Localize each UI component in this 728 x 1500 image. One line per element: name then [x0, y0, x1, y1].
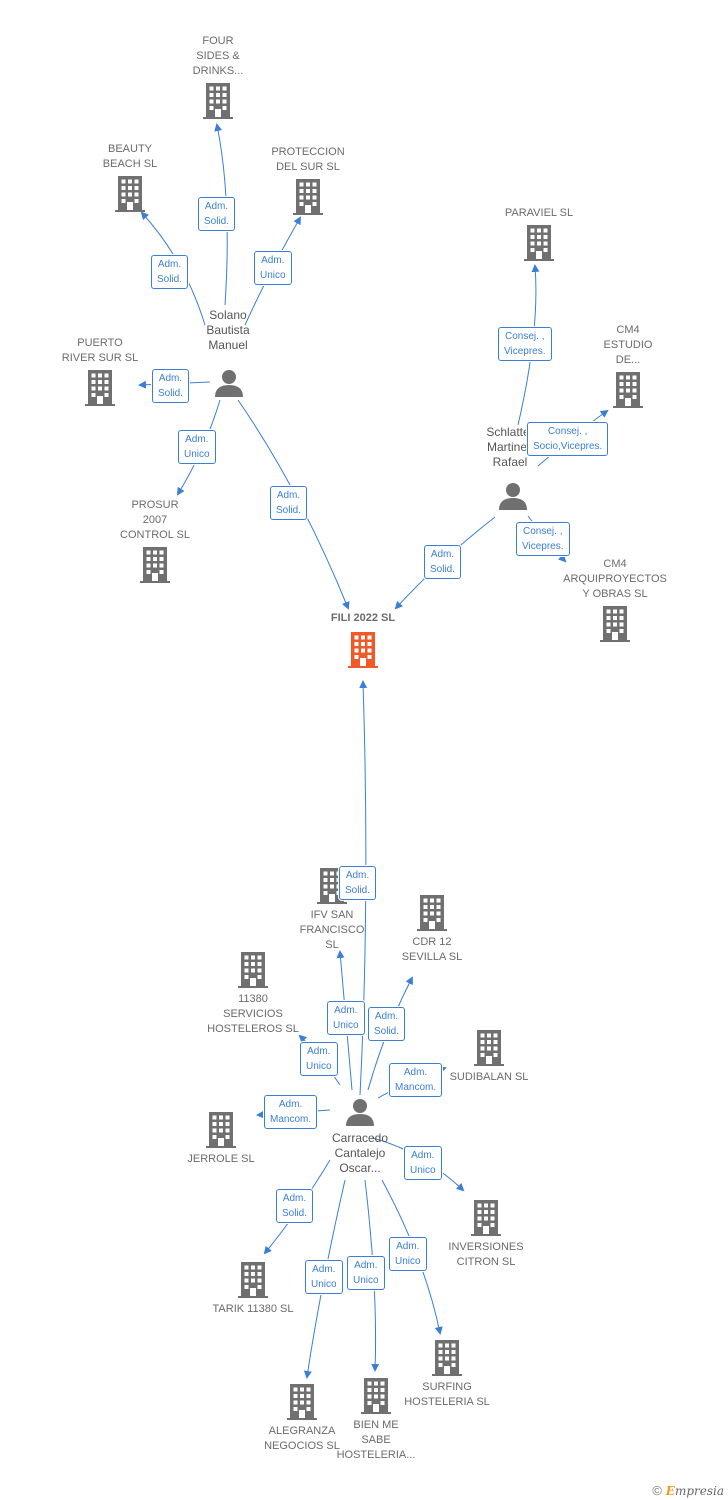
node-cm4-arquiproyectos[interactable]: CM4 ARQUIPROYECTOS Y OBRAS SL	[535, 557, 695, 642]
person-icon	[345, 1098, 375, 1126]
node-label: JERROLE SL	[187, 1153, 255, 1165]
node-label: CDR 12 SEVILLA SL	[401, 936, 463, 963]
node-surfing-hosteleria[interactable]: SURFING HOSTELERIA SL	[367, 1340, 527, 1410]
main-node-label: FILI 2022 SL	[330, 612, 396, 624]
node-four-sides[interactable]: FOUR SIDES & DRINKS...	[138, 34, 298, 119]
relation-badge[interactable]: Adm. Unico	[347, 1256, 385, 1290]
person-label: Carracedo Cantalejo Oscar...	[331, 1131, 389, 1175]
relation-badge[interactable]: Consej. , Socio,Vicepres.	[527, 422, 609, 456]
node-11380-servicios[interactable]: 11380 SERVICIOS HOSTELEROS SL	[173, 952, 333, 1037]
building-icon	[613, 372, 643, 408]
node-sudibalan[interactable]: SUDIBALAN SL	[409, 1030, 569, 1085]
person-schlatter[interactable]: Schlatter Martinez Rafael	[433, 425, 593, 510]
node-label: BIEN ME SABE HOSTELERIA...	[336, 1419, 416, 1461]
relation-badge[interactable]: Adm. Unico	[305, 1260, 343, 1294]
relation-badge[interactable]: Adm. Solid.	[368, 1007, 406, 1041]
node-cdr-12-sevilla[interactable]: CDR 12 SEVILLA SL	[352, 895, 512, 965]
relation-badge[interactable]: Adm. Solid.	[276, 1189, 314, 1223]
building-icon	[203, 83, 233, 119]
relation-badge[interactable]: Adm. Solid.	[151, 255, 189, 289]
node-cm4-estudio[interactable]: CM4 ESTUDIO DE...	[548, 323, 708, 408]
building-icon	[238, 1262, 268, 1298]
node-label: PUERTO RIVER SUR SL	[61, 337, 139, 364]
building-icon	[417, 895, 447, 931]
node-fili-2022[interactable]: FILI 2022 SL	[283, 611, 443, 668]
building-icon	[293, 179, 323, 215]
relation-badge[interactable]: Adm. Solid.	[270, 486, 308, 520]
relation-badge[interactable]: Adm. Solid.	[152, 369, 190, 403]
building-icon	[432, 1340, 462, 1376]
brand-logo: Empresia	[665, 1483, 724, 1498]
person-label: Schlatter Martinez Rafael	[486, 425, 534, 469]
node-beauty-beach[interactable]: BEAUTY BEACH SL	[50, 142, 210, 212]
relation-badge[interactable]: Adm. Unico	[327, 1001, 365, 1035]
node-label: PARAVIEL SL	[504, 207, 574, 219]
building-icon	[140, 547, 170, 583]
building-icon	[471, 1200, 501, 1236]
relation-badge[interactable]: Adm. Unico	[300, 1042, 338, 1076]
relation-badge[interactable]: Adm. Mancom.	[389, 1063, 443, 1097]
node-label: CM4 ESTUDIO DE...	[603, 324, 653, 366]
relation-badge[interactable]: Consej. , Vicepres.	[516, 522, 570, 556]
node-puerto-river-sur[interactable]: PUERTO RIVER SUR SL	[20, 336, 180, 406]
building-icon	[85, 370, 115, 406]
node-label: IFV SAN FRANCISCO SL	[299, 909, 365, 951]
relation-badge[interactable]: Adm. Solid.	[198, 197, 236, 231]
relation-badge[interactable]: Adm. Unico	[254, 251, 292, 285]
building-icon	[361, 1378, 391, 1414]
relation-badge[interactable]: Adm. Solid.	[424, 545, 462, 579]
person-icon	[498, 482, 528, 510]
building-icon	[238, 952, 268, 988]
person-label: Solano Bautista Manuel	[206, 308, 250, 352]
node-label: PROTECCION DEL SUR SL	[271, 146, 345, 173]
relation-badge[interactable]: Adm. Unico	[389, 1237, 427, 1271]
node-label: 11380 SERVICIOS HOSTELEROS SL	[207, 993, 299, 1035]
copyright-symbol: ©	[652, 1483, 662, 1498]
person-icon	[214, 369, 244, 397]
building-icon	[600, 606, 630, 642]
person-carracedo[interactable]: Carracedo Cantalejo Oscar...	[280, 1098, 440, 1176]
building-icon	[206, 1112, 236, 1148]
brand-watermark: © Empresia	[652, 1483, 724, 1498]
node-jerrole[interactable]: JERROLE SL	[141, 1112, 301, 1167]
relation-badge[interactable]: Adm. Unico	[404, 1146, 442, 1180]
building-icon	[115, 176, 145, 212]
node-tarik-11380[interactable]: TARIK 11380 SL	[173, 1262, 333, 1317]
node-bien-me-sabe[interactable]: BIEN ME SABE HOSTELERIA...	[296, 1378, 456, 1463]
relation-badge[interactable]: Adm. Solid.	[339, 866, 377, 900]
node-label: TARIK 11380 SL	[212, 1303, 294, 1315]
building-icon	[474, 1030, 504, 1066]
node-inversiones-citron[interactable]: INVERSIONES CITRON SL	[406, 1200, 566, 1270]
node-label: SURFING HOSTELERIA SL	[404, 1381, 490, 1408]
node-label: INVERSIONES CITRON SL	[448, 1241, 524, 1268]
node-label: SUDIBALAN SL	[449, 1071, 529, 1083]
building-icon-highlighted	[348, 632, 378, 668]
relation-badge[interactable]: Consej. , Vicepres.	[498, 327, 552, 361]
relation-badge[interactable]: Adm. Unico	[178, 430, 216, 464]
node-alegranza[interactable]: ALEGRANZA NEGOCIOS SL	[222, 1384, 382, 1454]
node-label: CM4 ARQUIPROYECTOS Y OBRAS SL	[563, 558, 667, 600]
person-solano[interactable]: Solano Bautista Manuel	[148, 308, 308, 397]
node-label: ALEGRANZA NEGOCIOS SL	[264, 1425, 340, 1452]
node-proteccion-del-sur[interactable]: PROTECCION DEL SUR SL	[228, 145, 388, 215]
node-label: PROSUR 2007 CONTROL SL	[120, 499, 190, 541]
node-paraviel[interactable]: PARAVIEL SL	[459, 206, 619, 261]
relation-badge[interactable]: Adm. Mancom.	[264, 1095, 318, 1129]
building-icon	[287, 1384, 317, 1420]
node-prosur-2007[interactable]: PROSUR 2007 CONTROL SL	[75, 498, 235, 583]
node-label: FOUR SIDES & DRINKS...	[192, 35, 244, 77]
building-icon	[524, 225, 554, 261]
node-label: BEAUTY BEACH SL	[102, 143, 158, 170]
